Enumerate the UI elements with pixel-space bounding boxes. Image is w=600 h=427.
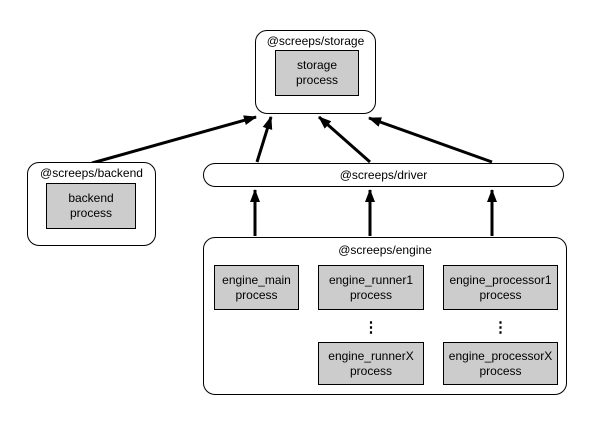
storage-process-box: storage process (275, 50, 359, 96)
arrow-driver-to-storage-middle (318, 115, 371, 164)
engine-main-process-box: engine_main process (214, 265, 299, 310)
arrow-backend-to-storage (91, 115, 257, 165)
arrow-driver-to-storage-left (255, 116, 273, 163)
storage-node-title: @screeps/storage (266, 34, 365, 48)
engine-processorX-process-box: engine_processorX process (443, 342, 558, 385)
backend-process-box: backend process (46, 183, 136, 229)
processor-ellipsis: ⋮ (493, 318, 508, 336)
driver-node: @screeps/driver (203, 163, 564, 187)
backend-node: @screeps/backend backend process (27, 162, 156, 246)
engine-runnerX-process-box: engine_runnerX process (318, 342, 424, 385)
storage-node: @screeps/storage storage process (255, 30, 376, 114)
arrow-driver-to-storage-right (368, 116, 493, 164)
backend-node-title: @screeps/backend (40, 166, 143, 180)
runner-ellipsis: ⋮ (363, 318, 379, 336)
engine-node-title: @screeps/engine (338, 243, 432, 257)
engine-processor1-process-box: engine_processor1 process (443, 265, 558, 310)
engine-runner1-process-box: engine_runner1 process (318, 265, 424, 310)
engine-node: @screeps/engine engine_main process engi… (203, 237, 567, 395)
